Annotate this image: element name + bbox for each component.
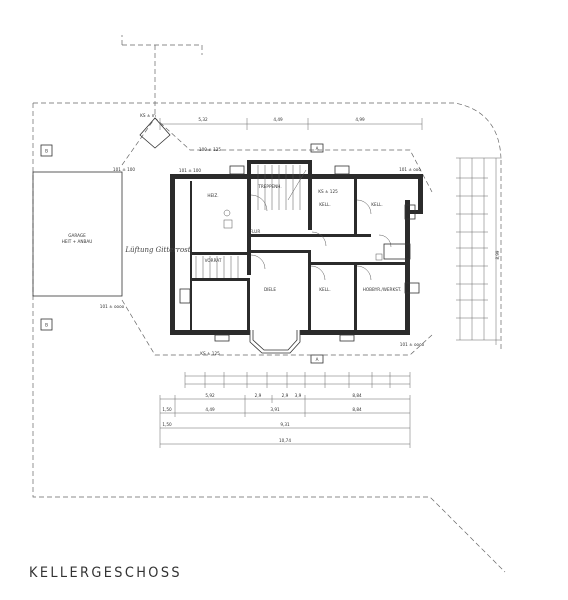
dim-b11: 9,31 (280, 422, 290, 427)
dim-b9: 8,84 (352, 407, 362, 412)
corner-br: 101 ± oooo (400, 342, 425, 347)
level-top: 100 ± 125 (199, 147, 221, 152)
room-labels: HEIZ. TREPPENH. KELL. KELL. VORRAT FLUR … (100, 113, 425, 356)
dim-b7: 4,49 (205, 407, 215, 412)
dim-top-3: 4,99 (355, 117, 365, 122)
svg-text:A: A (316, 357, 319, 362)
room-heizung: HEIZ. (207, 193, 218, 198)
dimension-top: 5,32 4,49 4,99 (159, 117, 423, 130)
dim-b6: 1,50 (162, 407, 172, 412)
room-vorrat: VORRAT (205, 258, 222, 263)
property-boundary (32, 35, 506, 573)
corner-ml: 101 ± 100 (179, 168, 201, 173)
dim-b10: 1,50 (162, 422, 172, 427)
section-markers: B B A A (40, 143, 324, 364)
dim-b5: 8,84 (352, 393, 362, 398)
room-keller-nr: KELL. (371, 202, 382, 207)
building-walls (170, 160, 423, 335)
dim-b2: 2,9 (255, 393, 262, 398)
level-bottom: KS ± 125 (200, 351, 220, 356)
ks-top: KS ± m (140, 113, 156, 118)
room-diele: DIELE (264, 287, 276, 292)
corner-bl: 101 ± oooo (100, 304, 125, 309)
svg-text:B: B (45, 323, 48, 328)
dim-b4: 3,9 (295, 393, 302, 398)
dimension-bottom: 5,92 2,9 2,9 3,9 8,84 1,50 4,49 3,91 8,8… (159, 372, 411, 448)
stairs (195, 165, 307, 278)
dim-b12: 10,74 (279, 438, 291, 443)
garage-sub-label: HEIT + ANBAU (62, 239, 93, 244)
dim-right: 8,99 (495, 250, 500, 259)
dim-top-2: 4,49 (273, 117, 283, 122)
terrain-outline (121, 117, 433, 356)
bay-window (249, 330, 301, 354)
dim-b8: 3,91 (270, 407, 280, 412)
level-ks: KS ± 125 (318, 189, 338, 194)
garage-label: GARAGE (68, 233, 86, 238)
dim-b1: 5,92 (205, 393, 215, 398)
door-swings (250, 194, 392, 281)
corner-tr: 101 ± ooo (399, 167, 421, 172)
svg-text:A: A (316, 146, 319, 151)
room-flur: FLUR (250, 229, 261, 234)
room-treppe: TREPPENH. (257, 184, 281, 189)
room-keller-r: KELL. (319, 202, 330, 207)
ventilation-annotation: Lüftung Gitterrost (124, 246, 190, 254)
room-hobby: HOBBYR./WERKST. (363, 287, 402, 292)
dimension-right: 8,99 (456, 157, 500, 345)
light-wells (179, 165, 420, 342)
room-keller-b1: KELL. (319, 287, 330, 292)
garage: GARAGE HEIT + ANBAU (32, 171, 123, 297)
dim-b3: 2,9 (282, 393, 289, 398)
corner-tl: 101 ± 100 (113, 167, 135, 172)
dim-top-1: 5,32 (198, 117, 208, 122)
drawing-title: KELLERGESCHOSS (29, 565, 182, 581)
svg-text:B: B (45, 149, 48, 154)
